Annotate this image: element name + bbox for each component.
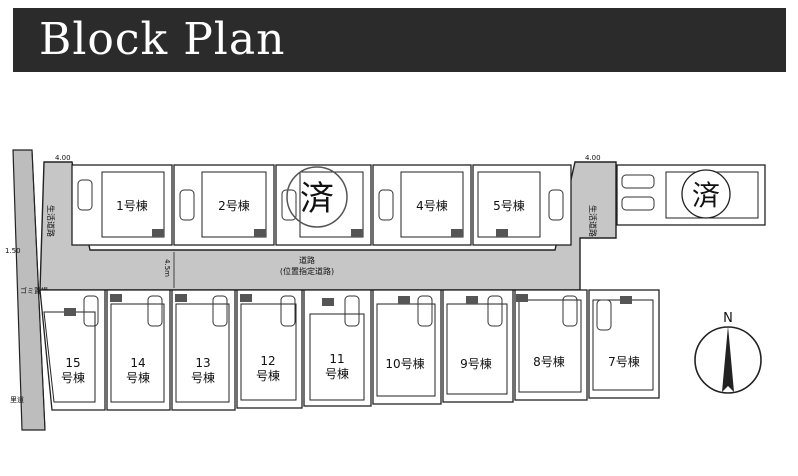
left-road-dim: 1.50 [5,247,21,255]
lot-4[interactable]: 4号棟 [372,164,472,246]
meter-box-icon [496,229,508,237]
meter-box-icon [466,296,478,304]
car-parking-icon [596,299,612,331]
lot-3[interactable]: 済 [275,164,372,246]
road-label-sub: (位置指定道路) [280,266,334,276]
meter-box-icon [398,296,410,304]
lot-6[interactable]: 済 [616,164,766,226]
car-parking-icon [212,295,228,327]
lot-label: 1号棟 [116,198,148,213]
lot-11[interactable]: 11 号棟 [303,289,372,407]
left-path-label: 生活道路 [46,205,56,237]
lot-label: 5号棟 [493,198,525,213]
lot-label: 2号棟 [218,198,250,213]
car-parking-icon [280,295,296,327]
meter-box-icon [451,229,463,237]
sold-stamp [286,166,348,228]
meter-box-icon [152,229,164,237]
compass-icon: N [694,311,762,394]
car-parking-icon [77,179,93,211]
meter-box-icon [322,298,334,306]
car-parking-icon [281,189,297,221]
garbage-label: ゴミ置場 [20,286,48,295]
lot-label-line1: 14 [130,356,145,370]
lot-label: 7号棟 [608,354,640,369]
corner-dim-left: 4.00 [55,154,71,162]
lot-label-line1: 13 [195,356,210,370]
meter-box-icon [516,294,528,302]
page-title: Block Plan [39,14,286,65]
meter-box-icon [175,294,187,302]
lot-label: 4号棟 [416,198,448,213]
lot-7[interactable]: 7号棟 [588,289,660,399]
meter-box-icon [254,229,266,237]
lot-13[interactable]: 13 号棟 [171,289,236,411]
lot-label-line1: 15 [65,356,80,370]
sold-stamp [681,169,731,219]
road-label: 道路 [299,255,315,265]
right-path-label: 生活道路 [588,205,598,237]
compass-north-label: N [723,311,733,326]
car-parking-icon [548,189,564,221]
lot-2[interactable]: 2号棟 [173,164,275,246]
road-width-dim: 4.5m [163,259,171,277]
meter-box-icon [240,294,252,302]
lot-5[interactable]: 5号棟 [472,164,572,246]
car-parking-icon [147,295,163,327]
lot-label-line2: 号棟 [61,370,85,385]
car-parking-icon [621,196,655,211]
car-parking-icon [621,174,655,189]
lot-15[interactable]: 15 号棟 [39,289,106,411]
meter-box-icon [64,308,76,316]
lot-label: 8号棟 [533,354,565,369]
meter-box-icon [351,229,363,237]
car-parking-icon [487,295,503,327]
lot-label-line1: 12 [260,354,275,368]
lot-10[interactable]: 10号棟 [372,289,442,405]
car-parking-icon [562,295,578,327]
lot-1[interactable]: 1号棟 [71,164,173,246]
sold-mark: 済 [692,179,720,212]
lot-label-line2: 号棟 [325,366,349,381]
lot-label-line2: 号棟 [126,370,150,385]
meter-box-icon [110,294,122,302]
lot-label: 10号棟 [385,356,424,371]
corner-dim-right: 4.00 [585,154,601,162]
car-parking-icon [83,295,99,327]
lot-label-line1: 11 [329,352,344,366]
lot-9[interactable]: 9号棟 [442,289,514,403]
meter-box-icon [620,296,632,304]
car-parking-icon [417,295,433,327]
lot-12[interactable]: 12 号棟 [236,289,303,409]
lot-label-line2: 号棟 [256,368,280,383]
footpath-label: 里道 [10,395,24,404]
car-parking-icon [179,189,195,221]
lot-label-line2: 号棟 [191,370,215,385]
car-parking-icon [378,189,394,221]
car-parking-icon [344,295,360,327]
lot-14[interactable]: 14 号棟 [106,289,171,411]
sold-mark: 済 [300,179,334,219]
lot-label: 9号棟 [460,356,492,371]
lot-8[interactable]: 8号棟 [514,289,588,401]
header-bar: Block Plan [13,8,786,72]
